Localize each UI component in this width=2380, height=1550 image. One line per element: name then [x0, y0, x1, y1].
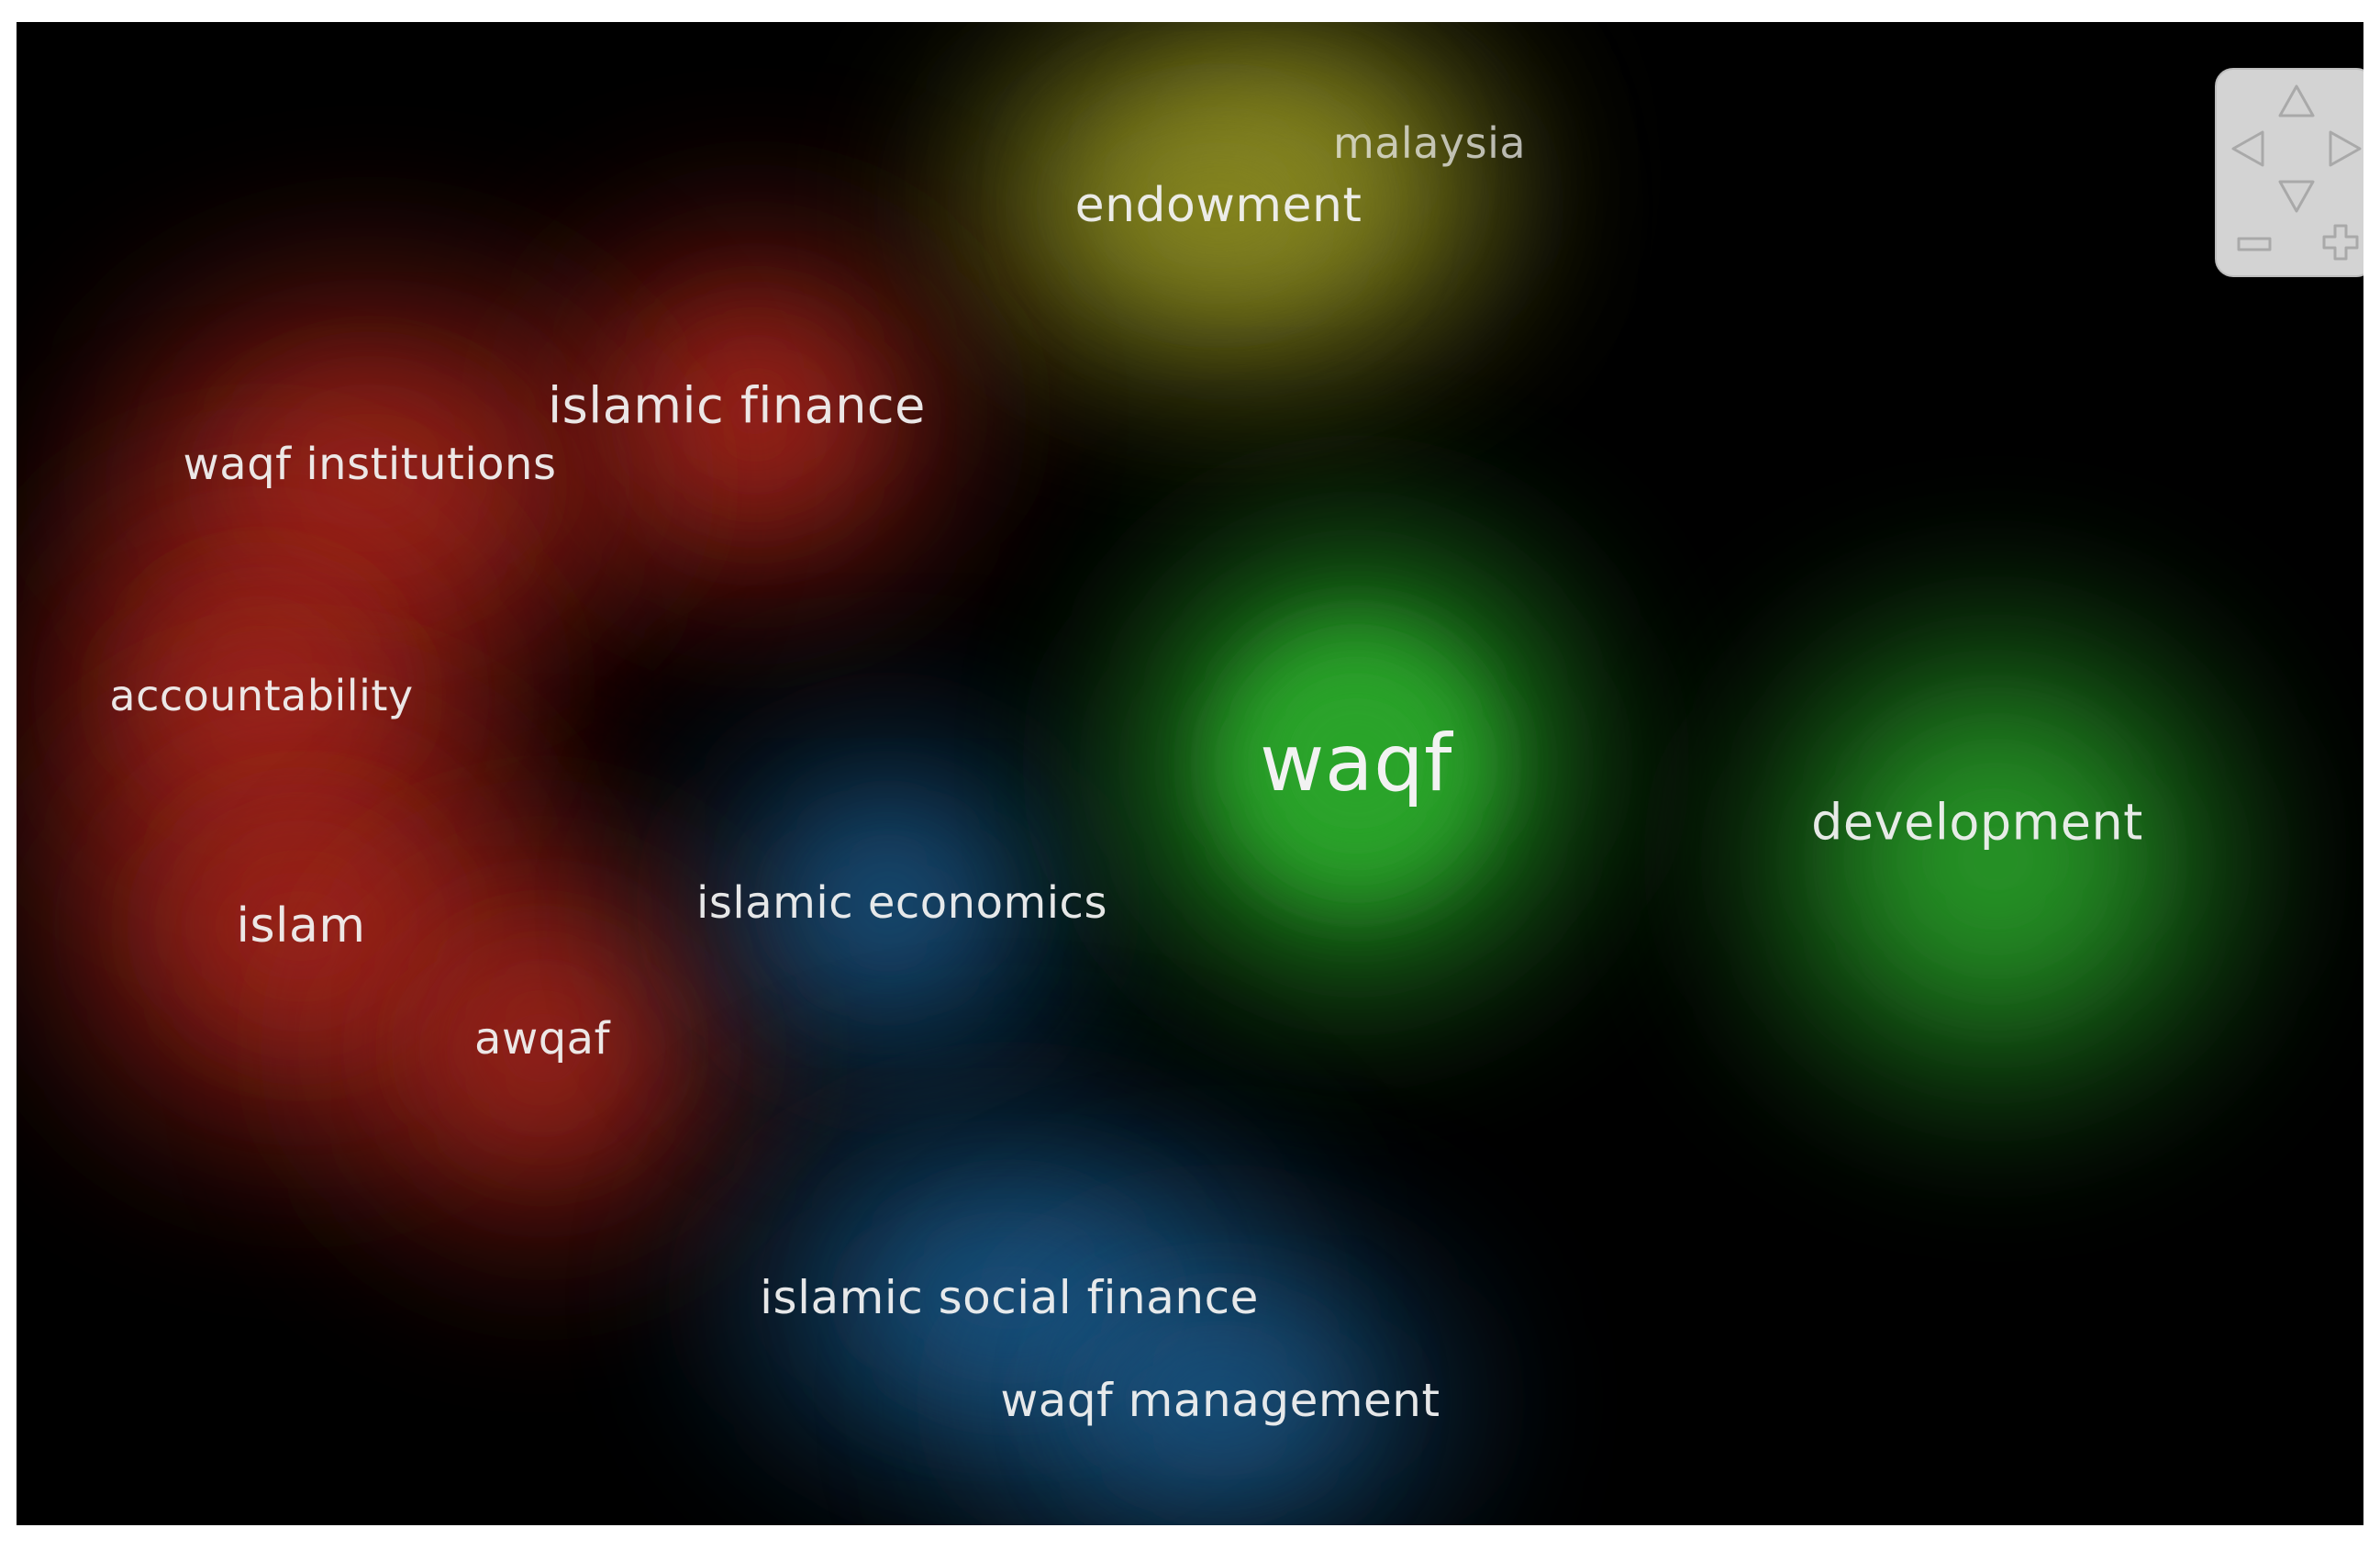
- zoom-in-icon: [2322, 224, 2359, 261]
- density-visualization[interactable]: malaysia endowment islamic finance waqf …: [17, 22, 2363, 1525]
- pan-down-button[interactable]: [2271, 169, 2322, 220]
- term-waqf-institutions[interactable]: waqf institutions: [183, 439, 557, 490]
- pan-left-icon: [2231, 130, 2264, 167]
- zoom-in-button[interactable]: [2315, 218, 2363, 270]
- term-waqf-management[interactable]: waqf management: [1000, 1374, 1440, 1427]
- density-core: [1872, 740, 2119, 978]
- pan-up-button[interactable]: [2271, 77, 2322, 128]
- term-waqf[interactable]: waqf: [1260, 718, 1452, 809]
- pan-right-button[interactable]: [2319, 123, 2363, 174]
- term-awqaf[interactable]: awqaf: [474, 1013, 610, 1065]
- density-core: [1101, 1318, 1340, 1483]
- term-islamic-finance[interactable]: islamic finance: [548, 376, 926, 435]
- navigation-icons: [2231, 84, 2362, 261]
- term-islam[interactable]: islam: [236, 898, 366, 953]
- term-accountability[interactable]: accountability: [109, 671, 414, 720]
- term-endowment[interactable]: endowment: [1074, 178, 1362, 233]
- pan-down-icon: [2278, 180, 2315, 213]
- density-core: [654, 323, 856, 507]
- term-islamic-economics[interactable]: islamic economics: [696, 877, 1107, 929]
- zoom-out-button[interactable]: [2229, 218, 2280, 270]
- term-labels: malaysia endowment islamic finance waqf …: [17, 22, 2363, 1525]
- zoom-out-icon: [2237, 237, 2272, 251]
- density-layer: [23, 22, 2243, 1525]
- term-development[interactable]: development: [1811, 793, 2143, 852]
- pan-right-icon: [2329, 130, 2362, 167]
- term-malaysia[interactable]: malaysia: [1332, 118, 1527, 168]
- navigation-control: [2215, 68, 2363, 277]
- pan-left-button[interactable]: [2222, 123, 2274, 174]
- term-islamic-social-finance[interactable]: islamic social finance: [760, 1271, 1259, 1324]
- density-peak: [1237, 644, 1475, 883]
- density-core: [796, 820, 980, 986]
- pan-up-icon: [2278, 84, 2315, 117]
- density-core: [437, 947, 648, 1149]
- density-core: [1085, 118, 1351, 293]
